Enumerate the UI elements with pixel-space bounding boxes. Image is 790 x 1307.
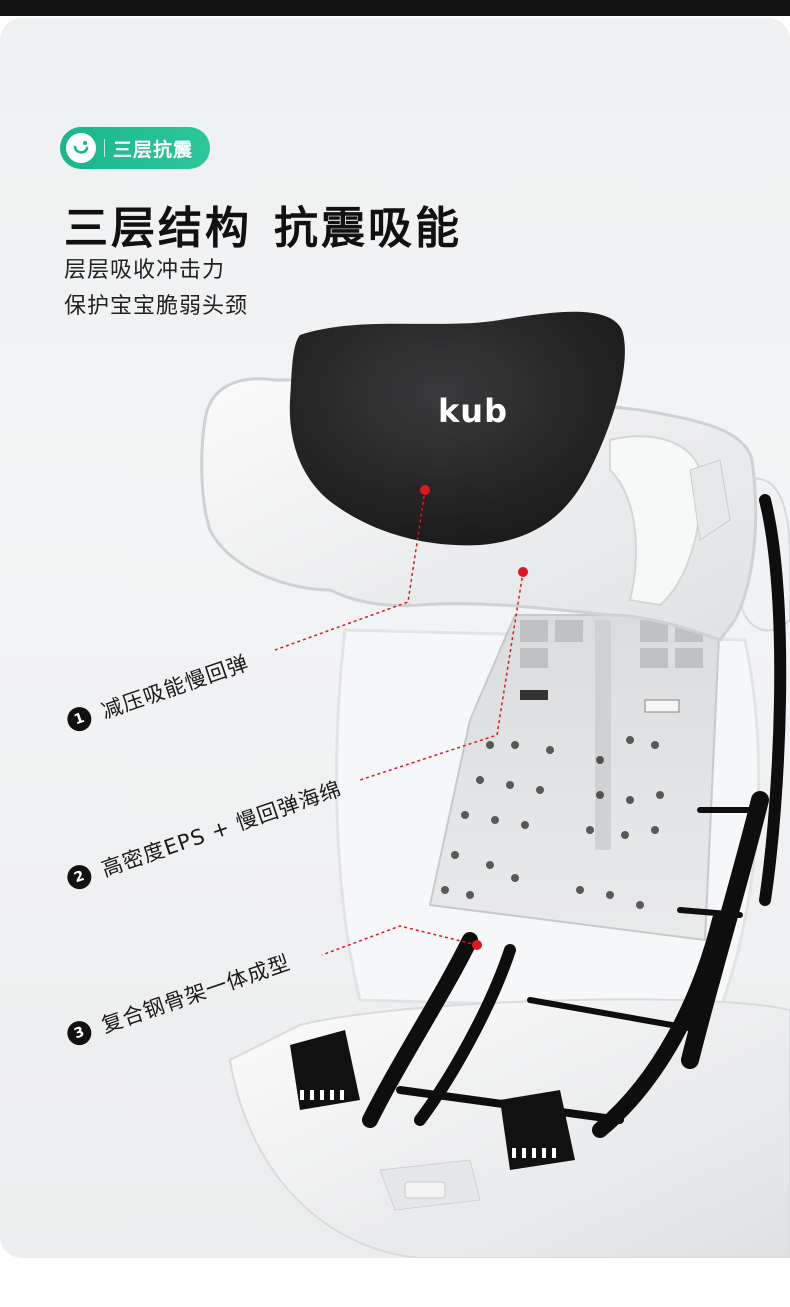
title-part-2: 抗震吸能 bbox=[274, 203, 462, 254]
page-title: 三层结构抗震吸能 bbox=[64, 192, 462, 256]
subtitle-line-2: 保护宝宝脆弱头颈 bbox=[64, 294, 249, 319]
smile-icon bbox=[66, 133, 96, 163]
feature-badge: 三层抗震 bbox=[60, 127, 210, 169]
title-part-1: 三层结构 bbox=[64, 203, 252, 254]
brand-logo: kub bbox=[438, 392, 508, 430]
subtitle-line-1: 层层吸收冲击力 bbox=[64, 258, 226, 283]
top-bar bbox=[0, 0, 790, 16]
bottom-strip bbox=[0, 1258, 790, 1307]
badge-divider bbox=[104, 139, 105, 157]
badge-label: 三层抗震 bbox=[113, 138, 194, 161]
isofix-latch-right bbox=[500, 1090, 575, 1170]
car-seat-illustration bbox=[200, 311, 790, 1258]
head-pad bbox=[289, 311, 625, 546]
